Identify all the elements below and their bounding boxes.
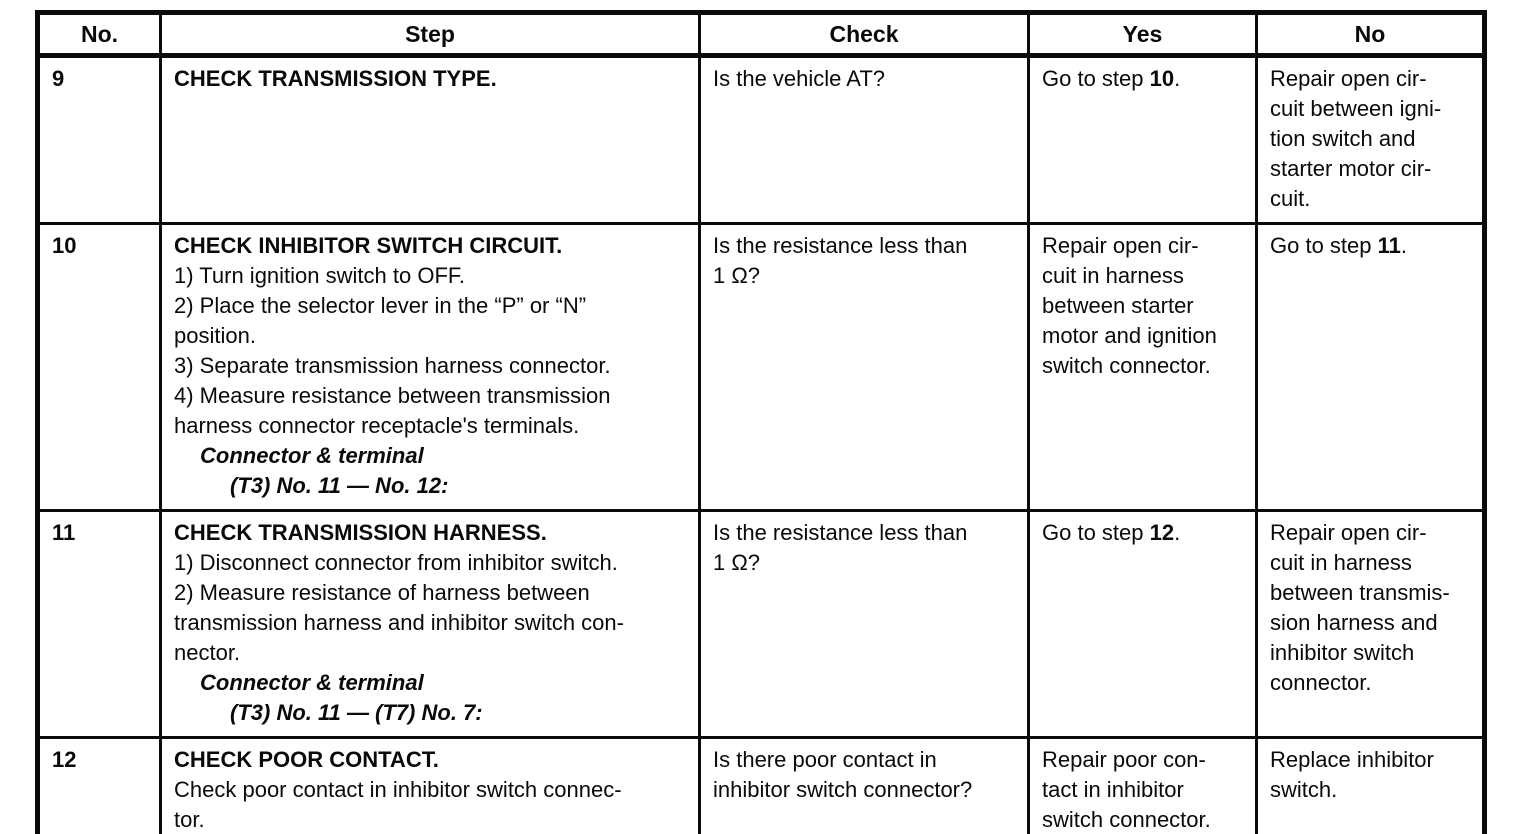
text-line: Connector & terminal <box>200 670 424 695</box>
yes-cell: Repair poor con-tact in inhibitor switch … <box>1027 736 1258 834</box>
text-line: (T3) No. 11 — (T7) No. 7: <box>230 700 483 725</box>
text-line: Repair open cir- <box>1042 233 1199 258</box>
table-row: 9 CHECK TRANSMISSION TYPE. Is the vehicle … <box>36 54 1486 225</box>
column-header-no: No. <box>36 11 162 58</box>
text-line: 1 Ω? <box>713 263 761 288</box>
text-line: nector. <box>174 640 241 665</box>
text-line: Connector & terminal <box>200 443 424 468</box>
text-line: 2) Measure resistance of harness between <box>174 580 590 605</box>
check-cell: Is there poor contact in inhibitor switch… <box>698 736 1030 834</box>
text-line: Check poor contact in inhibitor switch c… <box>174 777 622 802</box>
text-line: Repair open cir- <box>1270 520 1427 545</box>
no-cell: Repair open cir-cuit in harness between t… <box>1255 509 1486 739</box>
check-cell: Is the resistance less than 1 Ω? <box>698 222 1030 512</box>
text-line: 1) Turn ignition switch to OFF. <box>174 263 465 288</box>
text-line: tion switch and <box>1270 126 1416 151</box>
table-row: 12 CHECK POOR CONTACT. Check poor contact … <box>36 736 1486 834</box>
text-line: Is there poor contact in <box>713 747 937 772</box>
text-line: tor. <box>174 807 205 832</box>
text-line: Go to step 10. <box>1042 66 1181 91</box>
text-line: Go to step 12. <box>1042 520 1181 545</box>
table-row: 11 CHECK TRANSMISSION HARNESS. 1) Disconne… <box>36 509 1486 739</box>
text-line: Repair open cir- <box>1270 66 1427 91</box>
text-line: 4) Measure resistance between transmissi… <box>174 383 611 408</box>
text-line: switch connector. <box>1042 353 1211 378</box>
text-line: Is the vehicle AT? <box>713 66 886 91</box>
table-row: 10 CHECK INHIBITOR SWITCH CIRCUIT. 1) Turn… <box>36 222 1486 512</box>
check-cell: Is the vehicle AT? <box>698 54 1030 225</box>
text-line: 1 Ω? <box>713 550 761 575</box>
column-header-check: Check <box>698 11 1030 58</box>
text-line: inhibitor switch connector? <box>713 777 973 802</box>
text-line: Is the resistance less than <box>713 233 968 258</box>
row-number-cell: 9 <box>36 54 162 225</box>
text-line: Is the resistance less than <box>713 520 968 545</box>
text-line: 1) Disconnect connector from inhibitor s… <box>174 550 618 575</box>
text-line: 3) Separate transmission harness connect… <box>174 353 611 378</box>
text-line: between transmis- <box>1270 580 1450 605</box>
row-number-cell: 10 <box>36 222 162 512</box>
yes-cell: Go to step 12. <box>1027 509 1258 739</box>
text-line: harness connector receptacle's terminals… <box>174 413 580 438</box>
header-row: No. Step Check Yes No <box>36 11 1486 58</box>
text-line: CHECK TRANSMISSION HARNESS. <box>174 520 547 545</box>
column-header-yes: Yes <box>1027 11 1258 58</box>
no-cell: Go to step 11. <box>1255 222 1486 512</box>
text-line: CHECK POOR CONTACT. <box>174 747 439 772</box>
text-line: Go to step 11. <box>1270 233 1408 258</box>
no-cell: Repair open cir-cuit between igni-tion s… <box>1255 54 1486 225</box>
text-line: switch connector. <box>1042 807 1211 832</box>
text-line: tact in inhibitor <box>1042 777 1184 802</box>
text-line: cuit between igni- <box>1270 96 1442 121</box>
text-line: cuit in harness <box>1042 263 1184 288</box>
step-cell: CHECK TRANSMISSION TYPE. <box>159 54 701 225</box>
step-cell: CHECK TRANSMISSION HARNESS. 1) Disconnect… <box>159 509 701 739</box>
text-line: CHECK TRANSMISSION TYPE. <box>174 66 497 91</box>
text-line: CHECK INHIBITOR SWITCH CIRCUIT. <box>174 233 563 258</box>
text-line: connector. <box>1270 670 1372 695</box>
no-cell: Replace inhibitor switch. <box>1255 736 1486 834</box>
text-line: starter motor cir- <box>1270 156 1432 181</box>
text-line: cuit in harness <box>1270 550 1412 575</box>
row-number-cell: 11 <box>36 509 162 739</box>
text-line: transmission harness and inhibitor switc… <box>174 610 624 635</box>
step-cell: CHECK INHIBITOR SWITCH CIRCUIT. 1) Turn i… <box>159 222 701 512</box>
text-line: sion harness and <box>1270 610 1438 635</box>
text-line: between starter <box>1042 293 1194 318</box>
column-header-step: Step <box>159 11 701 58</box>
yes-cell: Go to step 10. <box>1027 54 1258 225</box>
check-cell: Is the resistance less than 1 Ω? <box>698 509 1030 739</box>
text-line: (T3) No. 11 — No. 12: <box>230 473 449 498</box>
text-line: position. <box>174 323 256 348</box>
text-line: Repair poor con- <box>1042 747 1206 772</box>
text-line: cuit. <box>1270 186 1311 211</box>
text-line: motor and ignition <box>1042 323 1217 348</box>
text-line: 2) Place the selector lever in the “P” o… <box>174 293 587 318</box>
row-number-cell: 12 <box>36 736 162 834</box>
yes-cell: Repair open cir-cuit in harness between s… <box>1027 222 1258 512</box>
text-line: Replace inhibitor <box>1270 747 1434 772</box>
text-line: inhibitor switch <box>1270 640 1415 665</box>
step-cell: CHECK POOR CONTACT. Check poor contact in… <box>159 736 701 834</box>
text-line: switch. <box>1270 777 1338 802</box>
column-header-no-result: No <box>1255 11 1486 58</box>
